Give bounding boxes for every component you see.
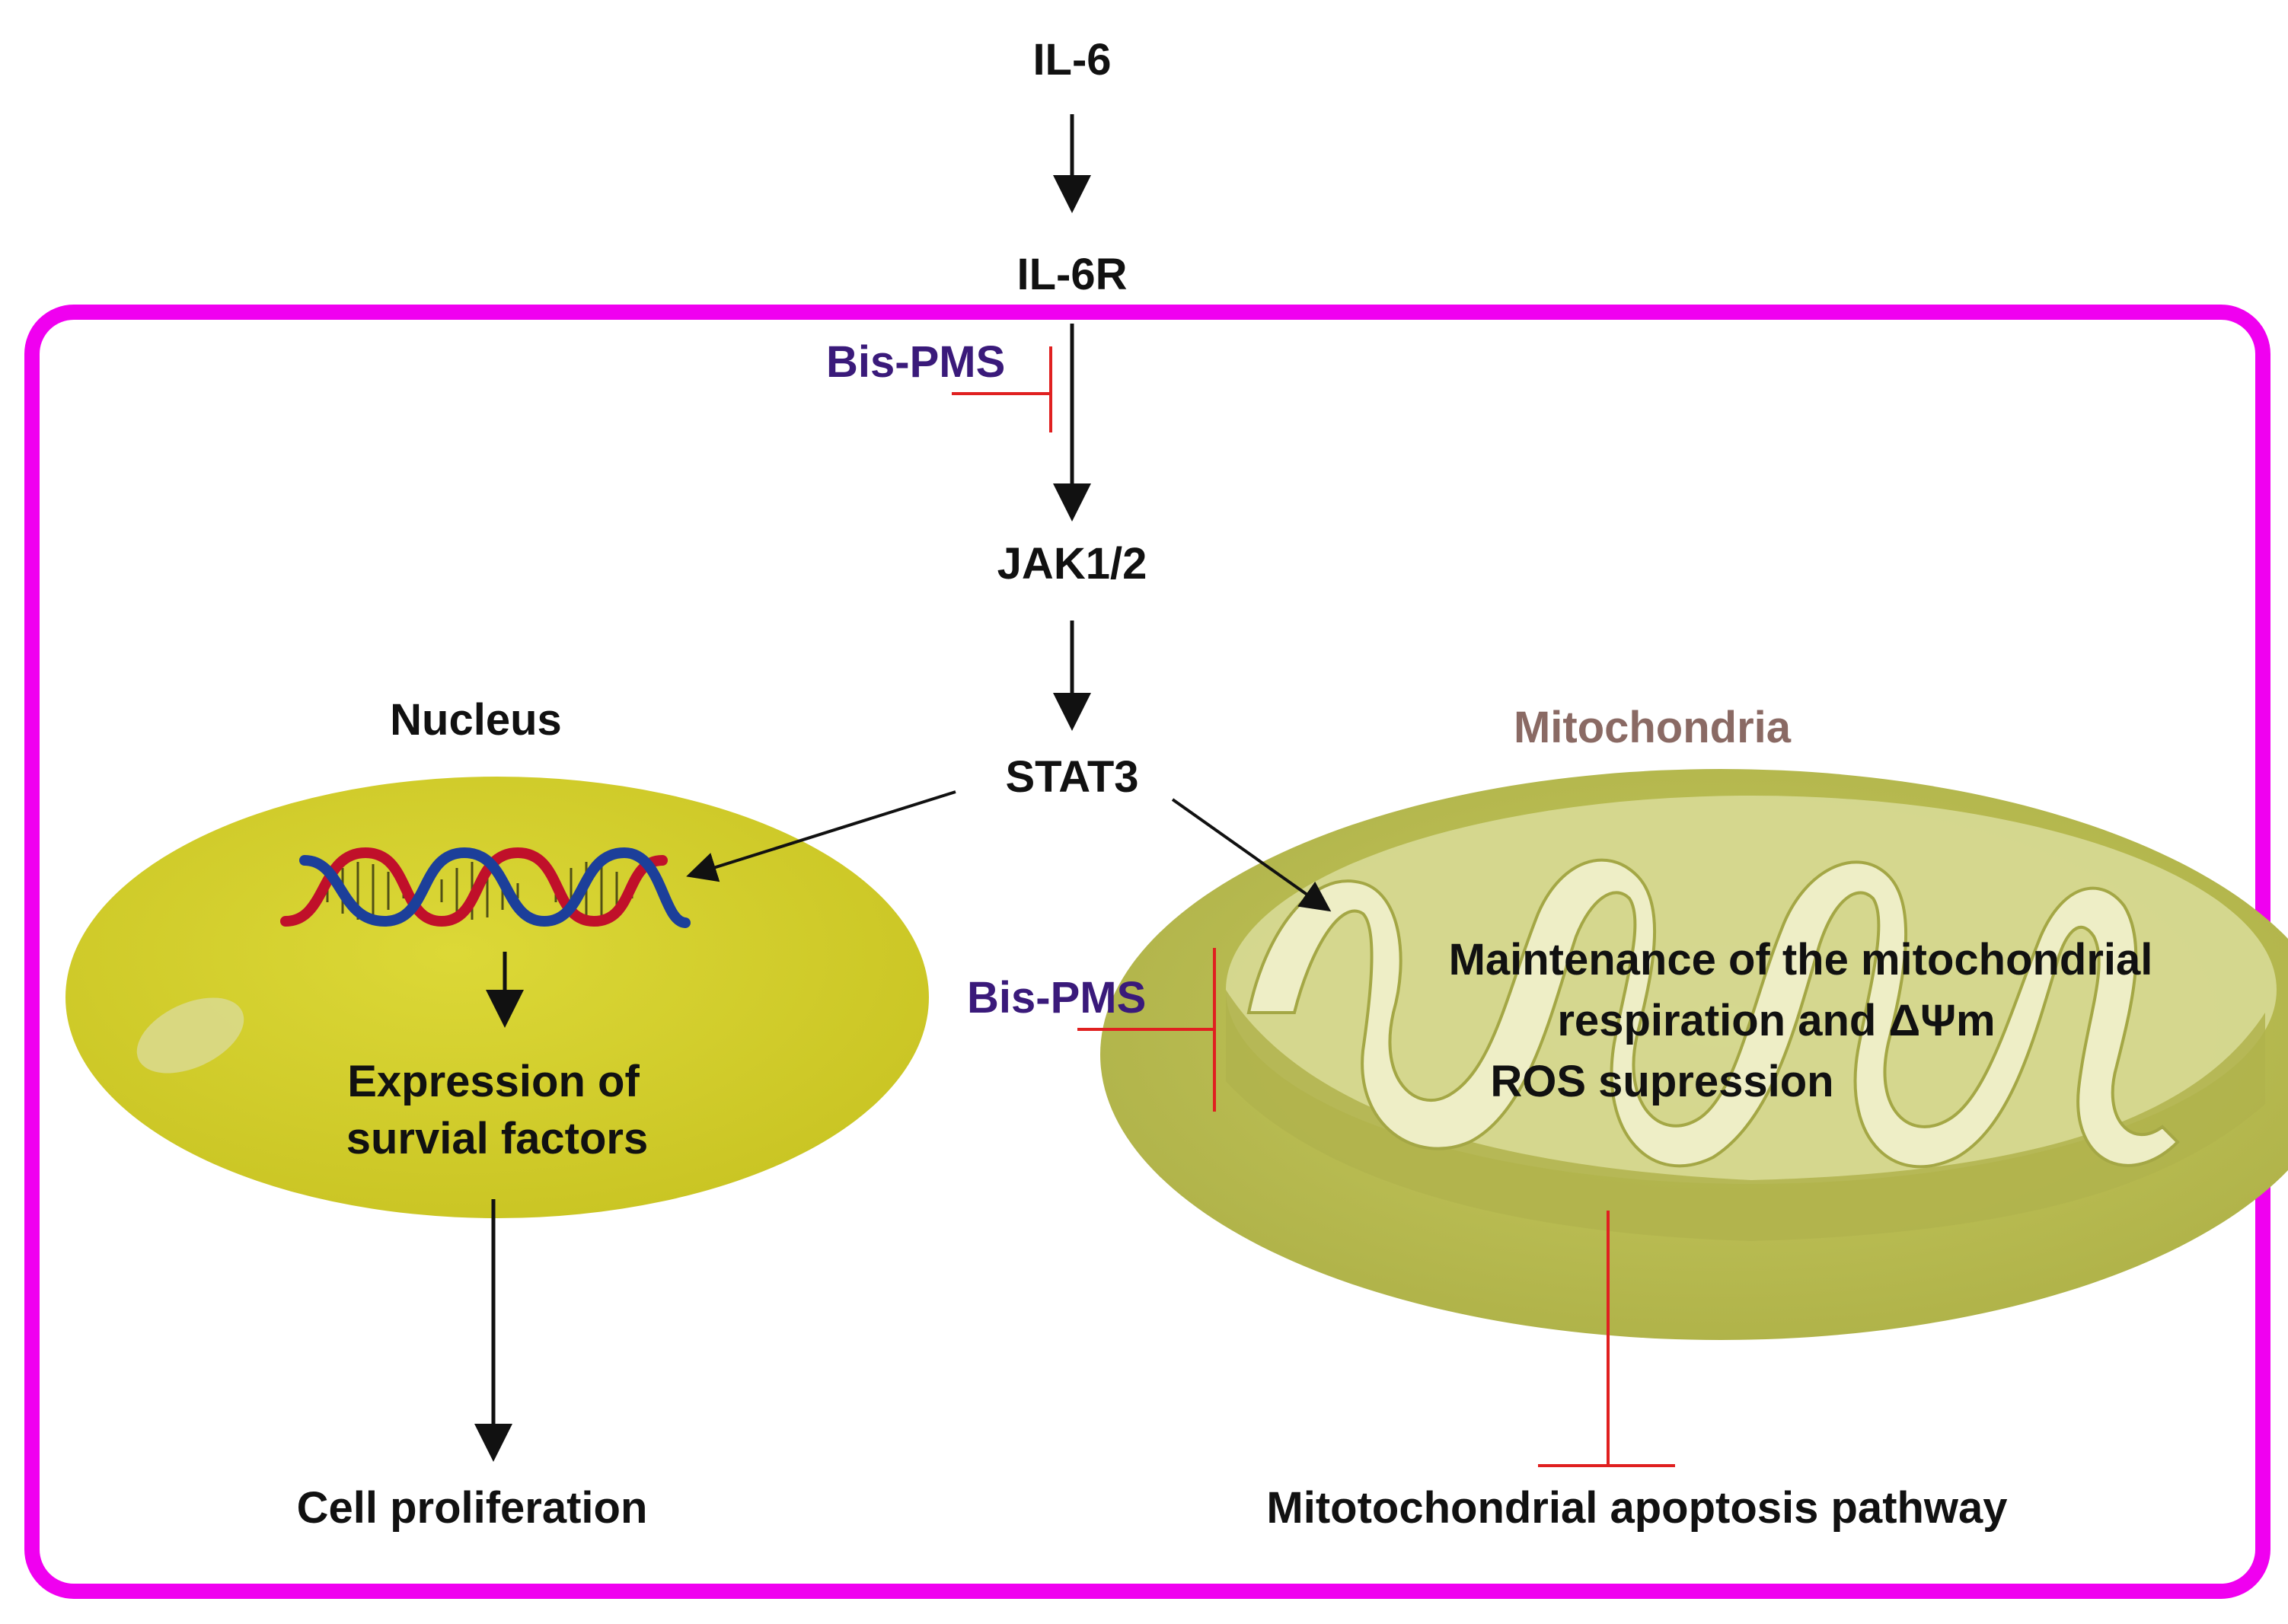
dna-double-helix-icon xyxy=(280,847,691,928)
arrow-stat3-to-nucleus xyxy=(686,790,956,882)
bis-pms-top-label: Bis-PMS xyxy=(826,337,1005,387)
il6-label: IL-6 xyxy=(1032,35,1111,85)
cell-proliferation-label: Cell proliferation xyxy=(297,1483,648,1533)
nucleolus xyxy=(136,997,244,1074)
nucleus-label: Nucleus xyxy=(390,695,562,745)
mitochondria xyxy=(1100,769,2288,1340)
apoptosis-pathway-label: Mitotochondrial apoptosis pathway xyxy=(1266,1483,2007,1533)
bis-pms-mito-label: Bis-PMS xyxy=(967,973,1146,1023)
maintenance-label-line1: Maintenance of the mitochondrial xyxy=(1449,935,2153,984)
arrow-stat3-to-mitochondria xyxy=(1171,798,1332,912)
expression-label-line1: Expression of xyxy=(347,1057,640,1106)
il6r-label: IL-6R xyxy=(1017,250,1128,299)
mitochondria-label: Mitochondria xyxy=(1514,703,1792,752)
stat3-label: STAT3 xyxy=(1005,752,1138,802)
maintenance-label-line3: ROS supression xyxy=(1490,1057,1833,1106)
maintenance-label-line2: respiration and ΔΨm xyxy=(1557,996,1995,1045)
expression-label-line2: survial factors xyxy=(346,1114,649,1163)
jak-label: JAK1/2 xyxy=(997,539,1147,589)
